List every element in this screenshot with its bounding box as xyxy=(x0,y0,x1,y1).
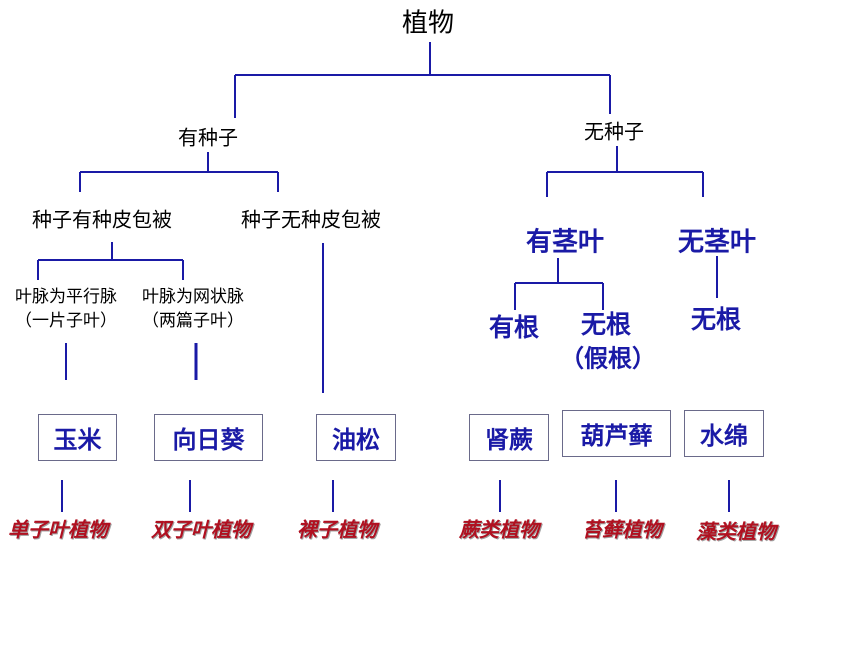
node-parallel-venation: 叶脉为平行脉 （一片子叶） xyxy=(15,285,117,333)
node-net-venation: 叶脉为网状脉 （两篇子叶） xyxy=(142,285,244,333)
example-corn: 玉米 xyxy=(53,425,102,454)
node-has-seed: 有种子 xyxy=(178,125,238,150)
example-pine: 油松 xyxy=(332,425,380,454)
category-dicot: 双子叶植物 xyxy=(151,517,251,542)
example-box-fern: 肾蕨 xyxy=(469,414,549,461)
node-false-root: （假根） xyxy=(560,343,656,373)
category-pteridophyte: 蕨类植物 xyxy=(459,517,539,542)
node-seed-covered: 种子有种皮包被 xyxy=(32,207,172,232)
category-monocot: 单子叶植物 xyxy=(8,517,108,542)
node-has-stem-leaf: 有茎叶 xyxy=(525,227,605,258)
node-no-seed: 无种子 xyxy=(584,119,644,144)
example-fern: 肾蕨 xyxy=(485,425,533,454)
node-has-root: 有根 xyxy=(488,313,540,342)
example-box-alga: 水绵 xyxy=(684,410,764,457)
example-box-sunflower: 向日葵 xyxy=(154,414,263,461)
parallel-venation-line2: （一片子叶） xyxy=(15,311,117,331)
example-alga: 水绵 xyxy=(700,421,748,450)
example-box-corn: 玉米 xyxy=(38,414,117,461)
net-venation-line2: （两篇子叶） xyxy=(142,311,244,331)
node-no-root-moss: 无根 xyxy=(580,310,632,339)
node-no-stem-leaf: 无茎叶 xyxy=(677,227,757,258)
example-box-pine: 油松 xyxy=(316,414,396,461)
root-node-plants: 植物 xyxy=(401,8,455,39)
example-sunflower: 向日葵 xyxy=(172,425,245,454)
example-moss: 葫芦藓 xyxy=(580,421,653,450)
node-seed-naked: 种子无种皮包被 xyxy=(241,207,381,232)
node-no-root-alga: 无根 xyxy=(690,305,742,334)
parallel-venation-line1: 叶脉为平行脉 xyxy=(15,287,117,307)
category-gymnosperm: 裸子植物 xyxy=(297,517,377,542)
category-algae: 藻类植物 xyxy=(696,519,776,544)
net-venation-line1: 叶脉为网状脉 xyxy=(142,287,244,307)
example-box-moss: 葫芦藓 xyxy=(562,410,671,457)
category-bryophyte: 苔藓植物 xyxy=(582,517,662,542)
